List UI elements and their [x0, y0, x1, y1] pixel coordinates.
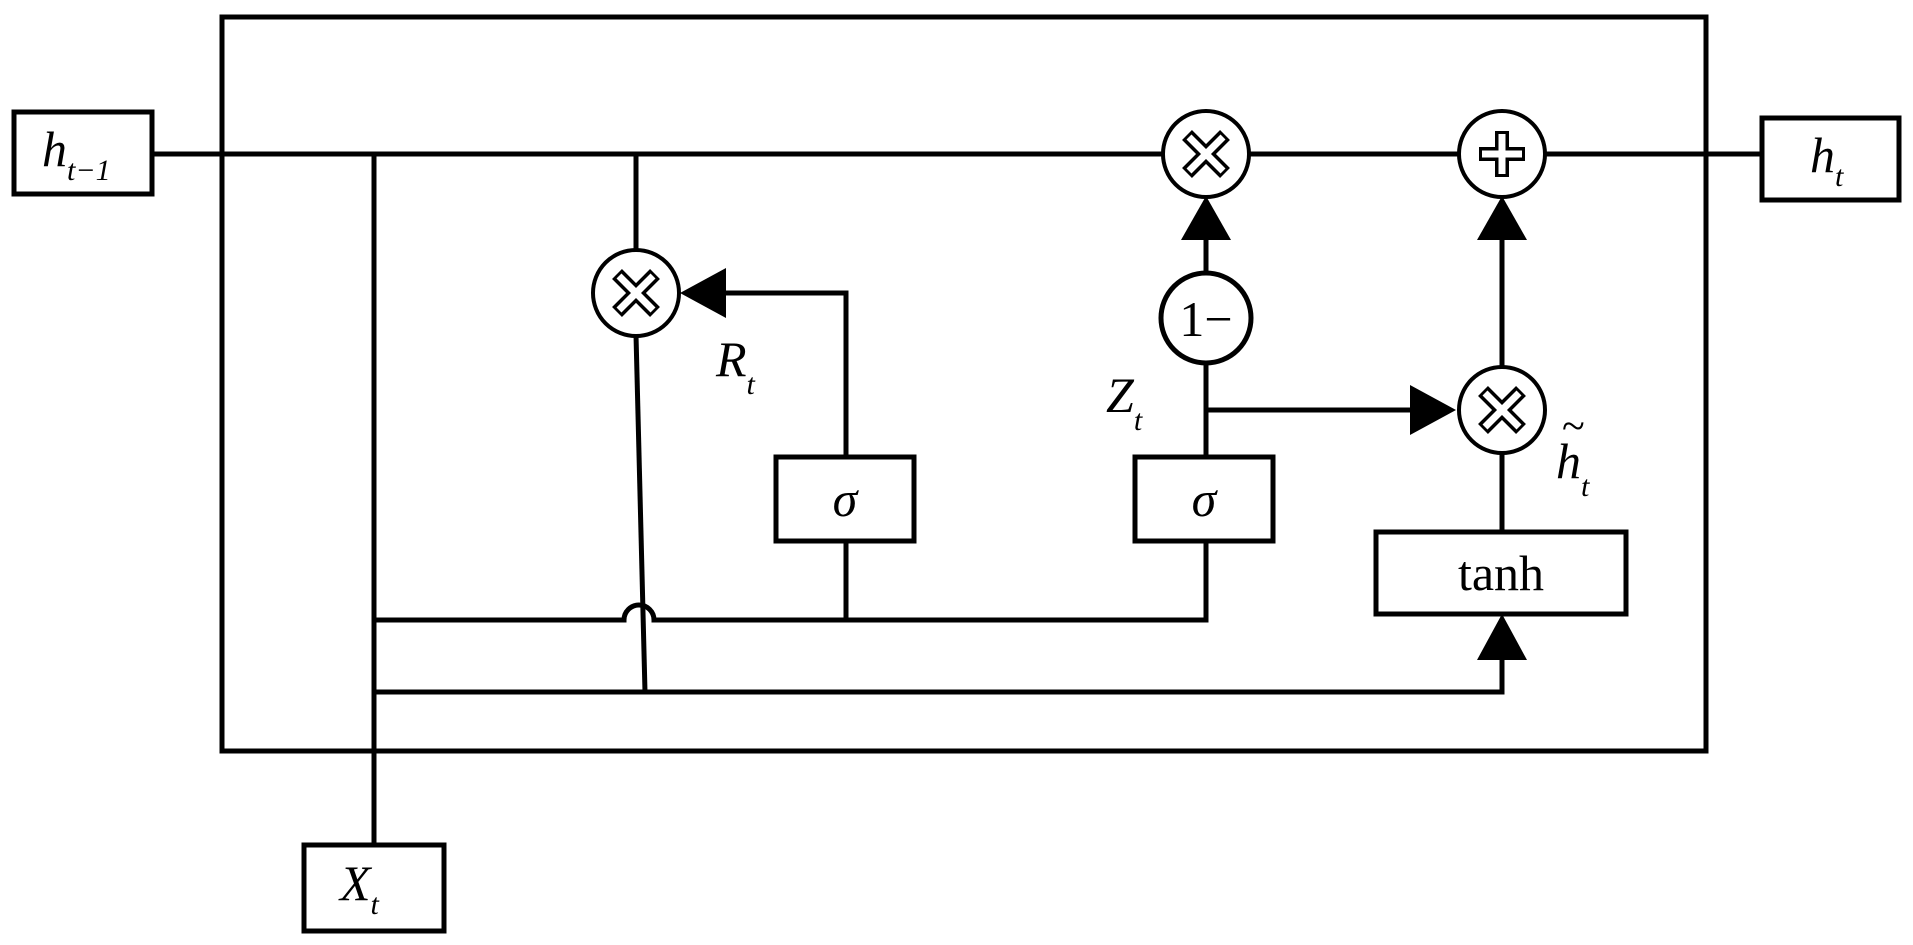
update-to-candidate-arrowhead — [1410, 385, 1456, 435]
svg-text:Rt: Rt — [715, 331, 756, 401]
x-symbol: X — [338, 855, 373, 911]
reset-multiply-operator — [591, 248, 681, 338]
reset-sigma-label: σ — [833, 471, 860, 527]
add-operator — [1457, 109, 1547, 199]
candidate-subscript: t — [1581, 470, 1590, 503]
x-subscript: t — [371, 888, 380, 921]
reset-gate-symbol: R — [715, 331, 747, 387]
multiply-icon — [612, 269, 660, 317]
svg-text:Xt: Xt — [338, 855, 380, 921]
candidate-multiply-operator — [1457, 365, 1547, 455]
one-minus-node — [1158, 270, 1254, 366]
tanh-input-arrowhead — [1477, 614, 1527, 660]
hprev-input-box — [11, 109, 155, 197]
hprev-subscript: t−1 — [67, 154, 111, 187]
svg-text:ht−1: ht−1 — [42, 121, 111, 187]
tanh-input-bus — [374, 654, 1505, 695]
add-icon — [1479, 131, 1525, 177]
x-input-box — [301, 842, 447, 934]
hprev-symbol: h — [42, 121, 67, 177]
reset-sigma-gate — [773, 454, 917, 544]
one-minus-label: 1− — [1179, 291, 1232, 347]
cell-boundary — [219, 14, 1709, 754]
hout-output-box — [1759, 115, 1902, 203]
update-gate-symbol: Z — [1106, 367, 1135, 423]
update-gate-subscript: t — [1134, 404, 1143, 437]
multiply-icon — [1478, 386, 1526, 434]
multiply-icon — [1182, 130, 1230, 178]
reset-gate-subscript: t — [747, 368, 756, 401]
reset-multiply-to-bus — [633, 334, 648, 693]
svg-text:Zt: Zt — [1106, 367, 1143, 437]
gate-input-bus — [374, 543, 1209, 623]
reset-gate-line — [720, 290, 849, 457]
add-arrowhead — [1477, 196, 1527, 240]
svg-text:ht: ht — [1556, 433, 1590, 503]
hout-subscript: t — [1835, 160, 1844, 193]
update-sigma-label: σ — [1192, 471, 1219, 527]
svg-text:ht: ht — [1810, 127, 1844, 193]
tanh-gate — [1373, 529, 1629, 617]
candidate-tilde: ~ — [1562, 404, 1585, 450]
hidden-multiply-operator — [1161, 109, 1251, 199]
candidate-symbol: h — [1556, 433, 1581, 489]
one-minus-arrowhead — [1181, 196, 1231, 240]
tanh-label: tanh — [1458, 545, 1544, 601]
hout-symbol: h — [1810, 127, 1835, 183]
reset-arrowhead — [680, 268, 726, 318]
update-sigma-gate — [1132, 454, 1276, 544]
